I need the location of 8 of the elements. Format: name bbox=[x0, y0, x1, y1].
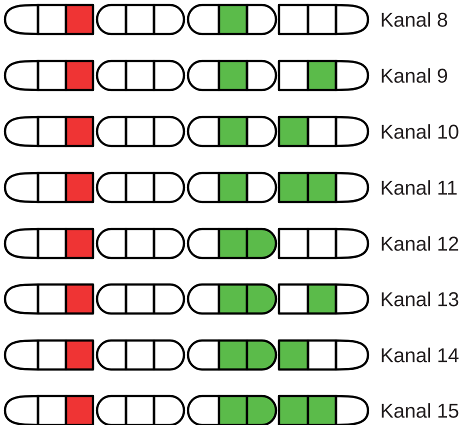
channel-label: Kanal 9 bbox=[382, 68, 448, 83]
channel-label: Kanal 13 bbox=[382, 292, 458, 306]
channel-label: Kanal 14 bbox=[382, 348, 459, 362]
channel-label: Kanal 10 bbox=[382, 124, 458, 139]
channel-label: Kanal 12 bbox=[382, 236, 458, 251]
channel-label: Kanal 11 bbox=[382, 180, 457, 195]
channel-label: Kanal 15 bbox=[382, 403, 458, 418]
channel-label: Kanal 8 bbox=[382, 12, 448, 27]
